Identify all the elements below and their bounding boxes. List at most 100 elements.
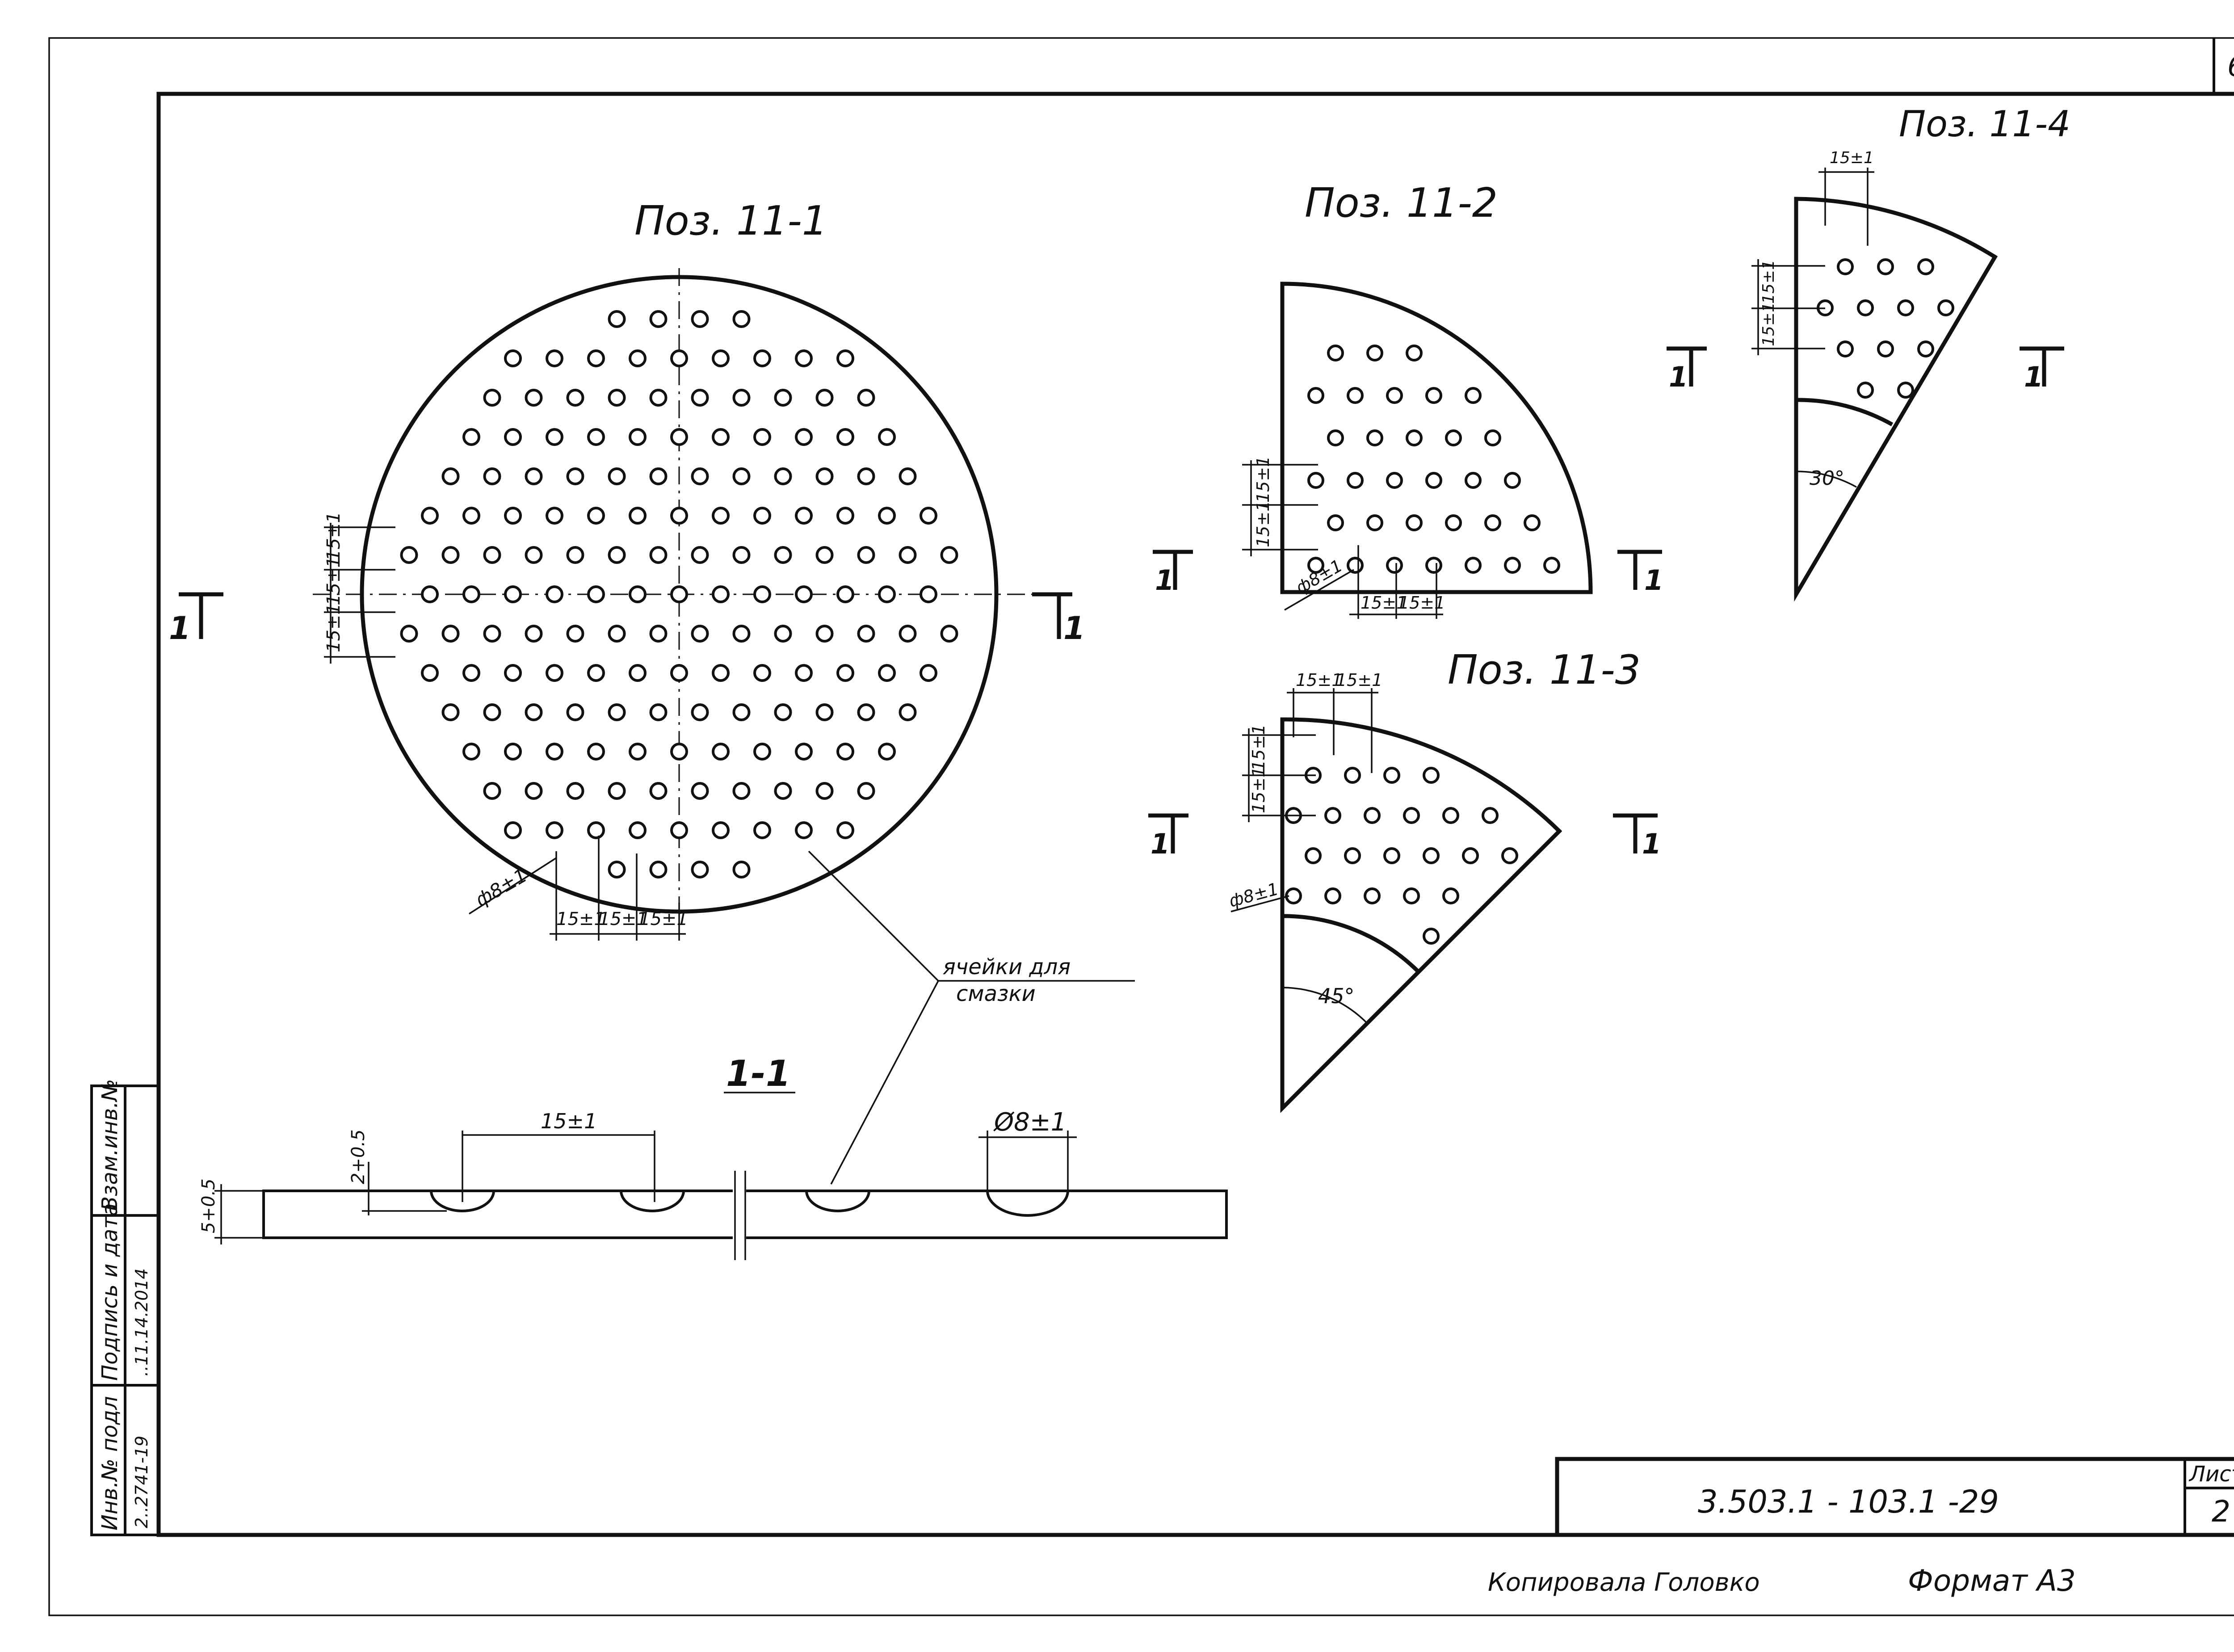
lubrication-hole	[1423, 847, 1440, 864]
lubrication-hole	[649, 703, 668, 721]
lubrication-hole	[1347, 557, 1364, 574]
lubrication-hole	[815, 782, 834, 800]
lubrication-hole	[525, 467, 543, 485]
pos-11-2-pitch-dim-a: 15±1	[1361, 593, 1407, 613]
lubrication-hole	[608, 782, 626, 800]
lubrication-hole	[629, 507, 647, 525]
lubrication-hole	[857, 389, 875, 407]
lubrication-hole	[1857, 299, 1874, 316]
lubrication-hole	[566, 703, 584, 721]
lubrication-hole	[1462, 847, 1479, 864]
lubrication-hole	[670, 585, 688, 603]
lubrication-hole	[504, 821, 522, 839]
section-hole-dim: Ø8±1	[993, 1108, 1067, 1137]
sector-pos-11-2	[1153, 282, 1662, 619]
lubrication-hole	[836, 585, 854, 603]
doc-code: 3.503.1 - 103.1 -29	[1698, 1484, 1999, 1520]
lubrication-hole	[525, 546, 543, 564]
lubrication-hole	[1897, 382, 1914, 399]
lubrication-hole	[421, 585, 439, 603]
lubrication-hole	[732, 625, 751, 643]
lubrication-hole	[774, 625, 792, 643]
lubrication-hole	[1383, 767, 1400, 784]
lubrication-hole	[712, 664, 730, 682]
pos-11-1-pitch-dim-a: 15±1	[556, 909, 605, 929]
lubrication-hole	[712, 821, 730, 839]
lubrication-hole	[546, 821, 563, 839]
lubrication-hole	[836, 349, 854, 367]
lubrication-hole	[546, 349, 563, 367]
sector-pos-11-4	[1667, 168, 2064, 602]
lubrication-hole	[712, 349, 730, 367]
lubrication-hole	[1917, 258, 1934, 275]
copied-by: Копировала Головко	[1488, 1568, 1760, 1597]
section-title: 1-1	[726, 1053, 791, 1094]
pos-11-3-pitch-dim-b: 15±1	[1336, 670, 1382, 690]
lubrication-hole	[629, 349, 647, 367]
lubrication-hole	[691, 782, 709, 800]
lubrication-hole	[587, 585, 605, 603]
pos-11-4-pitch-dim-left-a: 15±1	[1759, 260, 1778, 304]
page-number: 67	[2227, 50, 2234, 83]
pos-11-2-section-right: 1	[1644, 564, 1663, 597]
lubrication-hole	[608, 625, 626, 643]
lubrication-hole	[566, 546, 584, 564]
lubrication-hole	[1501, 847, 1518, 864]
pos-11-4-pitch-dim-top: 15±1	[1830, 149, 1874, 167]
lubrication-hole	[546, 428, 563, 446]
section-1-1	[214, 1092, 1228, 1260]
lubrication-hole	[815, 625, 834, 643]
lubrication-hole	[546, 664, 563, 682]
lubrication-hole	[400, 625, 418, 643]
lubrication-hole	[525, 389, 543, 407]
lubrication-hole	[691, 546, 709, 564]
lubrication-hole	[753, 664, 771, 682]
lubrication-hole	[1347, 387, 1364, 404]
lubrication-hole	[774, 703, 792, 721]
lubrication-hole	[1324, 807, 1341, 824]
lubrication-hole	[504, 743, 522, 761]
lubrication-hole	[649, 389, 668, 407]
lubrication-hole	[878, 743, 896, 761]
lubrication-hole	[546, 743, 563, 761]
lubrication-hole	[795, 428, 813, 446]
sheet-frame	[48, 37, 2234, 1616]
lubrication-hole	[1406, 345, 1423, 362]
lubrication-hole	[1324, 887, 1341, 904]
lubrication-hole	[1917, 340, 1934, 357]
lubrication-hole	[774, 782, 792, 800]
lubrication-hole	[441, 546, 460, 564]
title-pos-11-4: Поз. 11-4	[1899, 103, 2070, 145]
lubrication-hole	[1465, 472, 1482, 489]
lubrication-hole	[1857, 382, 1874, 399]
lubrication-hole	[1504, 472, 1521, 489]
lubrication-hole	[608, 861, 626, 879]
lubrication-hole	[608, 389, 626, 407]
lubrication-hole	[587, 428, 605, 446]
lubrication-hole	[649, 861, 668, 879]
section-thickness-dim: 5+0.5	[198, 1178, 219, 1233]
lubrication-hole	[732, 782, 751, 800]
lubrication-hole	[1442, 807, 1459, 824]
lubrication-hole	[1403, 887, 1420, 904]
lubrication-hole	[691, 625, 709, 643]
lubrication-hole	[1877, 258, 1894, 275]
lubrication-hole	[857, 546, 875, 564]
lubrication-hole	[836, 507, 854, 525]
pos-11-3-angle: 45°	[1318, 984, 1355, 1008]
lubrication-hole	[1406, 429, 1423, 446]
lubrication-hole	[815, 389, 834, 407]
lubrication-hole	[1484, 429, 1501, 446]
lubrication-hole	[587, 743, 605, 761]
lubrication-hole	[1307, 472, 1324, 489]
lubrication-hole	[649, 467, 668, 485]
lubrication-hole	[649, 310, 668, 328]
lubrication-hole	[1543, 557, 1560, 574]
lubrication-hole	[1837, 340, 1854, 357]
lubrication-hole	[774, 389, 792, 407]
lubrication-hole	[1364, 807, 1381, 824]
pos-11-1-pitch-dim-b: 15±1	[599, 909, 648, 929]
lubrication-hole	[1344, 767, 1361, 784]
pos-11-1-pitch-dim-left-c: 15±1	[323, 603, 344, 652]
lubrication-hole	[857, 467, 875, 485]
